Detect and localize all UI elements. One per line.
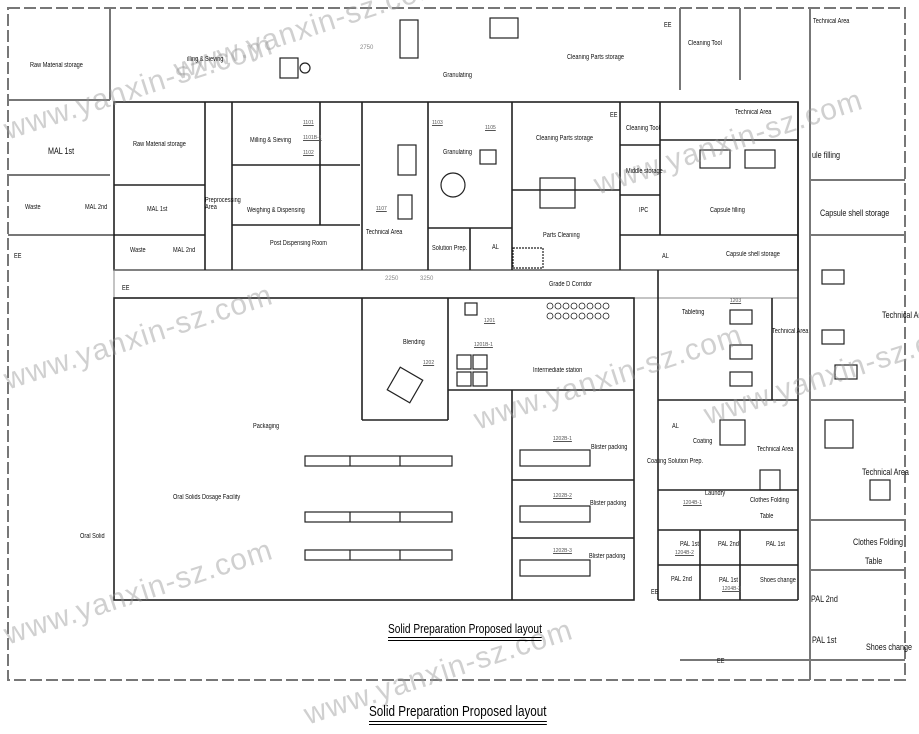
room-label: Waste	[25, 204, 41, 211]
room-label: Raw Material storage	[133, 141, 186, 148]
room-label: MAL 2nd	[173, 247, 196, 254]
corridor-label: Grade D Corridor	[549, 281, 592, 288]
room-label: Blister packing	[591, 444, 628, 451]
room-label: EE	[14, 253, 22, 260]
room-label: Blister packing	[590, 500, 627, 507]
room-label: Packaging	[253, 423, 280, 430]
room-label: Table	[865, 556, 883, 566]
room-label: Granulating	[443, 72, 472, 79]
room-label: Shoes change	[760, 577, 796, 584]
intermediate-bins	[546, 302, 610, 320]
room-label: Capsule shell storage	[726, 251, 780, 258]
room-label: Granulating	[443, 149, 472, 156]
equipment-code: 1102	[303, 150, 314, 156]
background-plan-walls	[7, 7, 906, 681]
room-label: EE	[122, 285, 130, 292]
room-label: Blister packing	[589, 553, 626, 560]
room-label: Technical Area	[366, 229, 403, 236]
room-label: Cleaning Parts storage	[567, 54, 624, 61]
room-label: Weighing & Dispensing	[247, 207, 305, 214]
equipment-code: 1204B-3	[722, 586, 741, 592]
equipment	[279, 17, 891, 501]
room-label: Parts Cleaning	[543, 232, 580, 239]
room-label: ule filling	[812, 150, 841, 160]
room-label: Post Dispensing Room	[270, 240, 327, 247]
room-label: Technical Area	[862, 467, 909, 477]
equipment-code: 1203	[730, 298, 742, 304]
room-label: Cleaning Tool	[688, 40, 722, 47]
equipment-code: 1204B-1	[683, 500, 702, 506]
room-label: illing & Sieving	[187, 56, 224, 63]
room-label: Technical Area	[757, 446, 794, 453]
room-label: Technical Area	[882, 310, 919, 320]
room-label: PAL 1st	[766, 541, 785, 548]
equipment-code: 1202B-3	[553, 548, 572, 554]
room-label: Raw Material storage	[30, 62, 83, 69]
room-label: Clothes Folding	[853, 537, 904, 547]
room-label: Cleaning Parts storage	[536, 135, 593, 142]
equipment-code: 1101	[303, 120, 314, 126]
dimension-label: 2250	[385, 276, 399, 282]
room-label: EE	[664, 22, 672, 29]
equipment-code: 1202	[423, 360, 435, 366]
equipment-code: 1105	[485, 125, 496, 131]
room-label: Milling & Sieving	[250, 137, 292, 144]
room-label: AL	[662, 253, 669, 260]
equipment-code: 1202B-2	[553, 493, 572, 499]
equipment-code: 1201	[484, 318, 496, 324]
room-label: PAL 1st	[680, 541, 699, 548]
drawing-title-background: Solid Preparation Proposed layout	[369, 703, 547, 725]
dimension-label: 3250	[420, 276, 434, 282]
room-label: Capsule shell storage	[820, 208, 890, 218]
room-label: PAL 2nd	[718, 541, 739, 548]
room-label: Middle storage	[626, 168, 663, 175]
room-label: Oral Solid	[80, 533, 105, 540]
room-label: IPC	[639, 207, 649, 214]
equipment-code: 1204B-2	[675, 550, 694, 556]
equipment-code: 1103	[432, 120, 443, 126]
room-label: EE	[717, 658, 725, 665]
room-label: Cleaning Tool	[626, 125, 660, 132]
room-label: AL	[672, 423, 679, 430]
room-label: MAL 1st	[48, 146, 75, 156]
room-label: Table	[760, 513, 774, 520]
room-label: PAL 2nd	[671, 576, 692, 583]
dimension-label: 2750	[360, 45, 374, 51]
room-label: Capsule filling	[710, 207, 745, 214]
room-label: Preprocessing Area	[205, 197, 241, 211]
room-label: Technical Area	[813, 18, 850, 25]
room-label: Coating	[693, 438, 713, 445]
room-label: PAL 1st	[719, 577, 738, 584]
room-label: Waste	[130, 247, 146, 254]
room-label: Solution Prep.	[432, 245, 468, 252]
equipment-code: 1101B-1	[303, 135, 322, 141]
room-label: MAL 1st	[147, 206, 168, 213]
room-label: Tableting	[682, 309, 705, 316]
room-label: EE	[651, 589, 659, 596]
room-label: MAL 2nd	[85, 204, 108, 211]
drawing-title: Solid Preparation Proposed layout	[388, 621, 543, 641]
main-plan-walls	[113, 101, 799, 601]
room-label: AL	[492, 244, 499, 251]
room-label: Coating Solution Prep.	[647, 458, 704, 465]
equipment-code: 1201B-1	[474, 342, 493, 348]
room-label: EE	[610, 112, 618, 119]
room-label: Laundry	[705, 490, 726, 497]
equipment-code: 1107	[376, 206, 387, 212]
room-label: Blending	[403, 339, 425, 346]
room-label: Intermediate station	[533, 367, 583, 374]
room-label: Shoes change	[866, 642, 913, 652]
room-label: PAL 1st	[812, 635, 837, 645]
room-label: PAL 2nd	[811, 594, 838, 604]
room-label: Oral Solids Dosage Facility	[173, 494, 241, 501]
room-label: Technical Area	[735, 109, 772, 116]
packaging-lines	[304, 449, 591, 577]
room-label: Technical Area	[772, 328, 809, 335]
room-label: Clothes Folding	[750, 497, 789, 504]
equipment-code: 1202B-1	[553, 436, 572, 442]
